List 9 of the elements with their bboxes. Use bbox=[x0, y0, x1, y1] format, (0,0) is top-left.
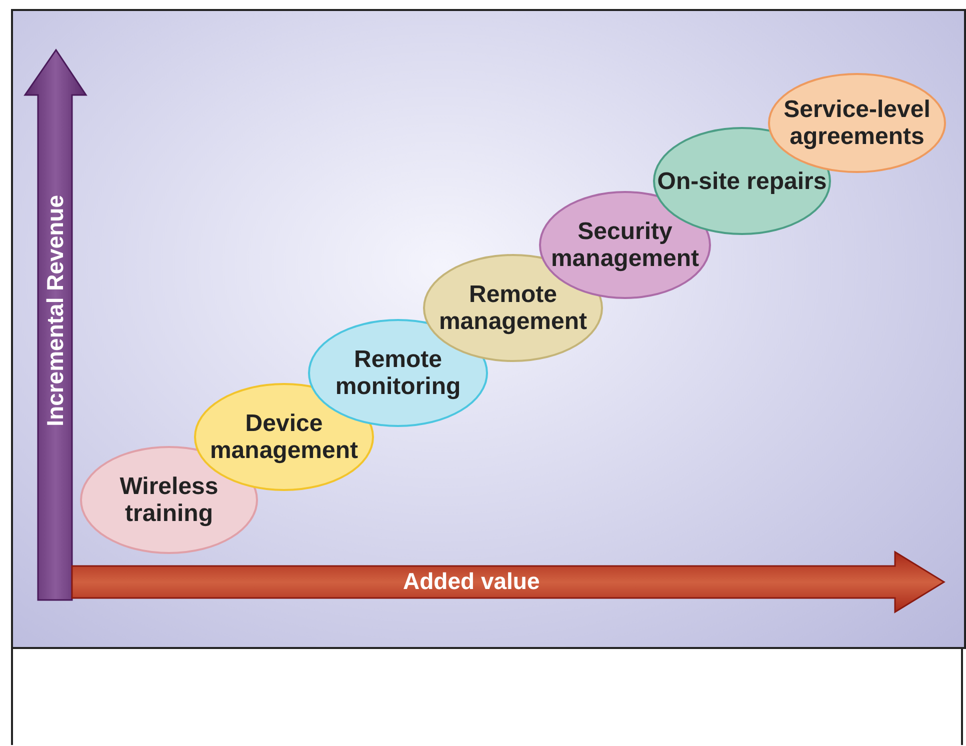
node-label: Remote management bbox=[438, 281, 588, 335]
axis-label: Incremental Revenue bbox=[42, 195, 69, 426]
node-label: Device management bbox=[208, 410, 360, 464]
axis-label: Added value bbox=[403, 568, 540, 595]
node-label: Service-level agreements bbox=[782, 96, 932, 150]
node-label: On-site repairs bbox=[657, 168, 827, 194]
node-label: Security management bbox=[550, 218, 700, 272]
node-label: Remote monitoring bbox=[334, 346, 462, 400]
node-label: Wireless training bbox=[118, 473, 220, 527]
